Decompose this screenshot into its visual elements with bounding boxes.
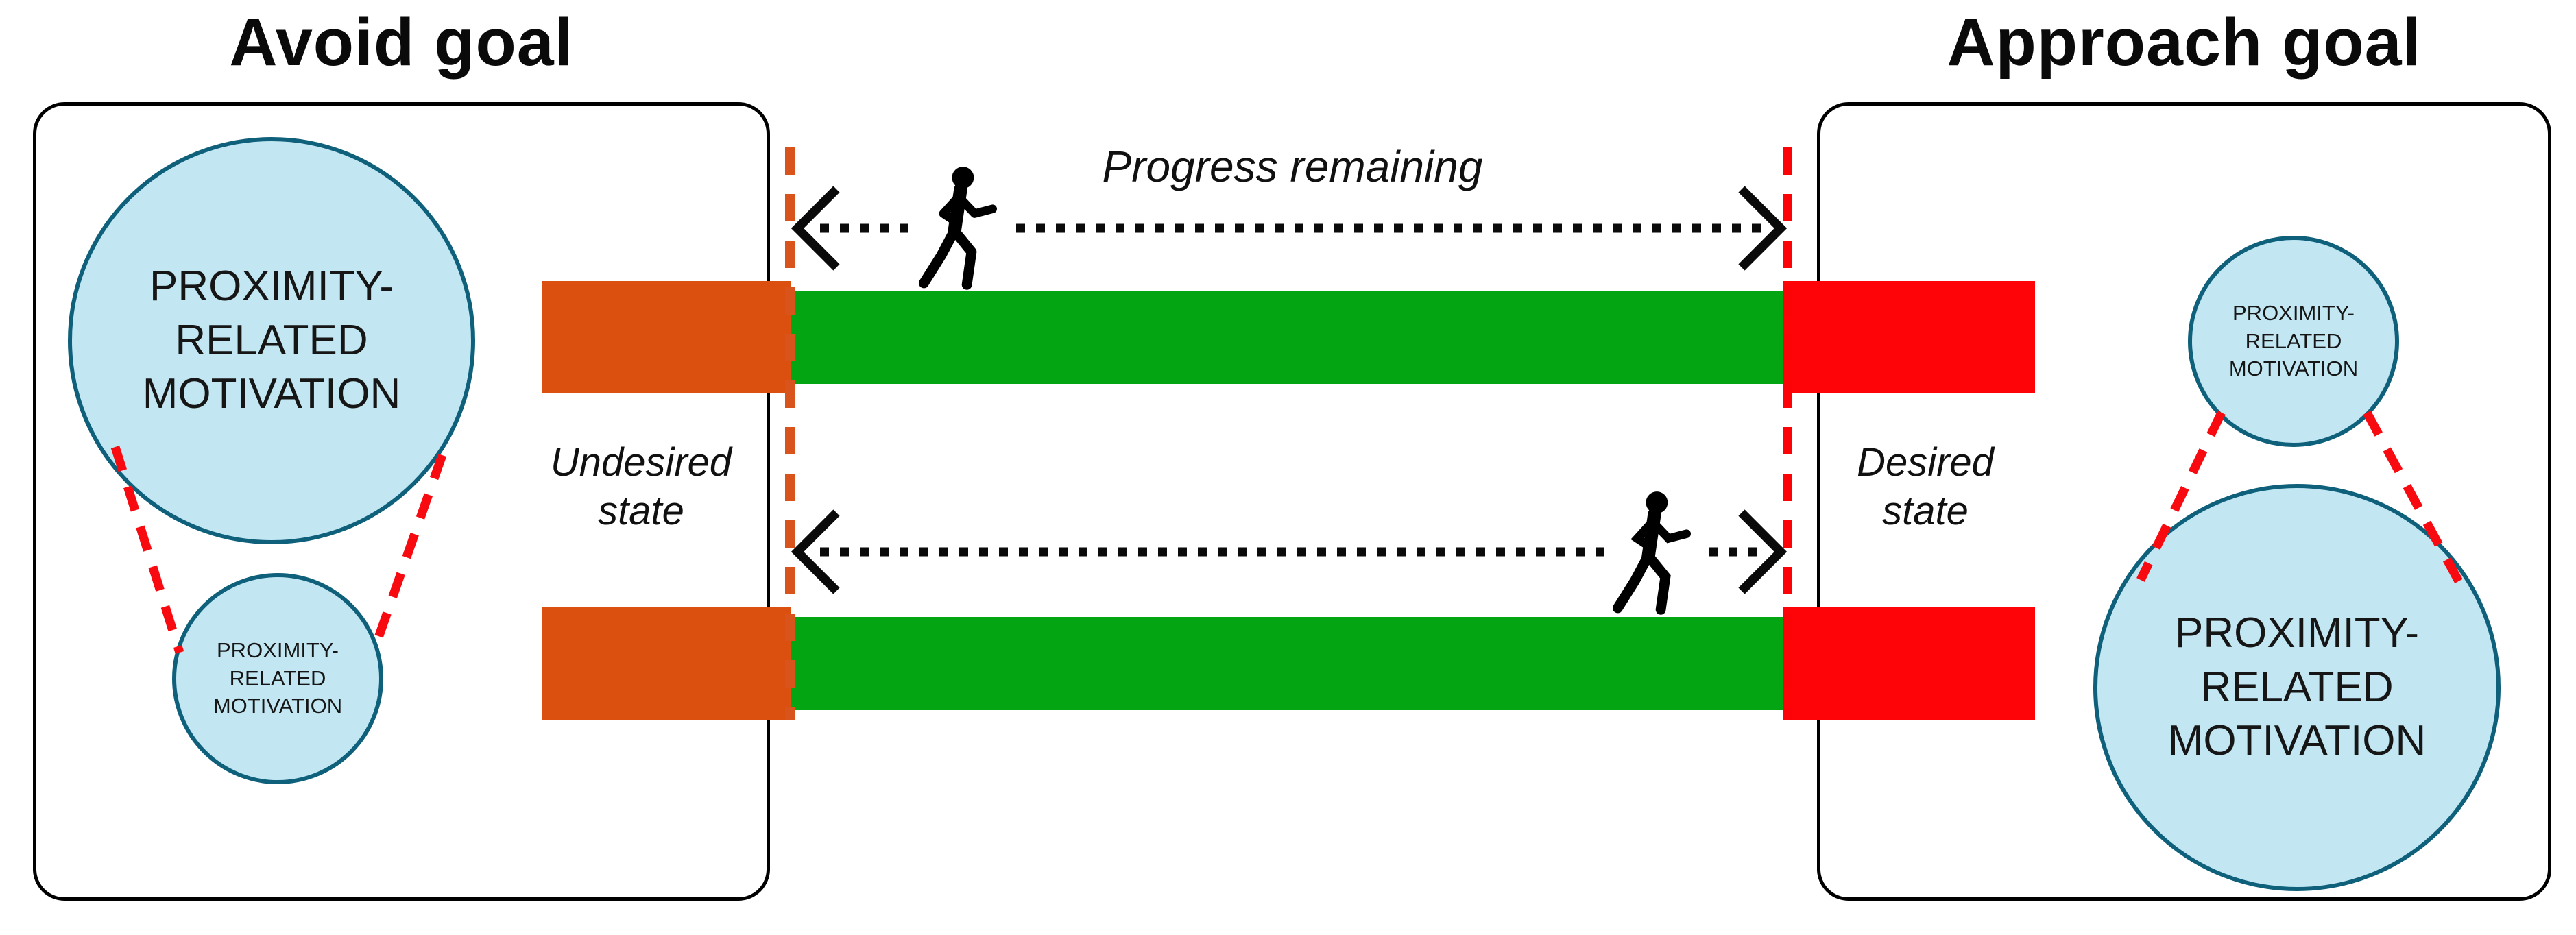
desired-state-bar-bottom [1783,607,2035,720]
walking-person-icon [1612,491,1691,615]
chevron-right-icon [1738,509,1787,594]
walking-person-icon [918,167,997,290]
chevron-right-icon [1738,186,1787,271]
circle-label-line: RELATED [229,666,326,690]
circle-label-line: RELATED [2245,328,2342,353]
undesired-state-bar-top [542,281,791,393]
circle-label-line: PROXIMITY- [149,262,394,310]
progress-path-bar-top [791,291,1783,384]
approach-funnel-dashes [2136,410,2463,584]
state-label-line: state [1882,488,1969,533]
progress-path-bar-bottom [791,617,1783,710]
desired-state-bar-top [1783,281,2035,393]
avoid-small-motivation-circle: PROXIMITY- RELATED MOTIVATION [172,573,383,784]
chevron-left-icon [791,509,840,594]
circle-label-line: MOTIVATION [213,694,343,718]
undesired-state-bar-bottom [542,607,791,720]
avoid-large-motivation-circle: PROXIMITY- RELATED MOTIVATION [68,137,475,544]
circle-label-line: PROXIMITY- [217,638,339,662]
circle-label-line: RELATED [175,316,368,364]
state-label-line: Undesired [550,440,732,485]
avoid-funnel-dashes [110,446,447,654]
progress-remaining-arrow-top [791,186,1787,271]
circle-label-line: MOTIVATION [142,370,401,418]
desired-state-label: Desired state [1822,439,2028,536]
circle-label-line: MOTIVATION [2167,717,2427,765]
progress-remaining-label: Progress remaining [1102,142,1483,191]
walker-head [1646,491,1668,514]
undesired-state-label: Undesired state [507,439,775,536]
chevron-left-icon [791,186,840,271]
circle-label-line: PROXIMITY- [2232,300,2355,325]
circle-label-line: RELATED [2200,663,2394,711]
state-label-line: state [598,488,684,533]
walker-head [952,167,974,189]
avoid-goal-box [33,102,770,901]
approach-small-motivation-circle: PROXIMITY- RELATED MOTIVATION [2188,236,2399,447]
avoid-goal-title: Avoid goal [229,5,574,80]
circle-label-line: MOTIVATION [2228,356,2359,381]
state-label-line: Desired [1857,440,1994,485]
approach-goal-title: Approach goal [1947,5,2422,80]
approach-goal-box [1817,102,2551,901]
progress-remaining-arrow-bottom [791,509,1787,594]
circle-label-line: PROXIMITY- [2175,609,2419,657]
approach-large-motivation-circle: PROXIMITY- RELATED MOTIVATION [2093,484,2501,891]
